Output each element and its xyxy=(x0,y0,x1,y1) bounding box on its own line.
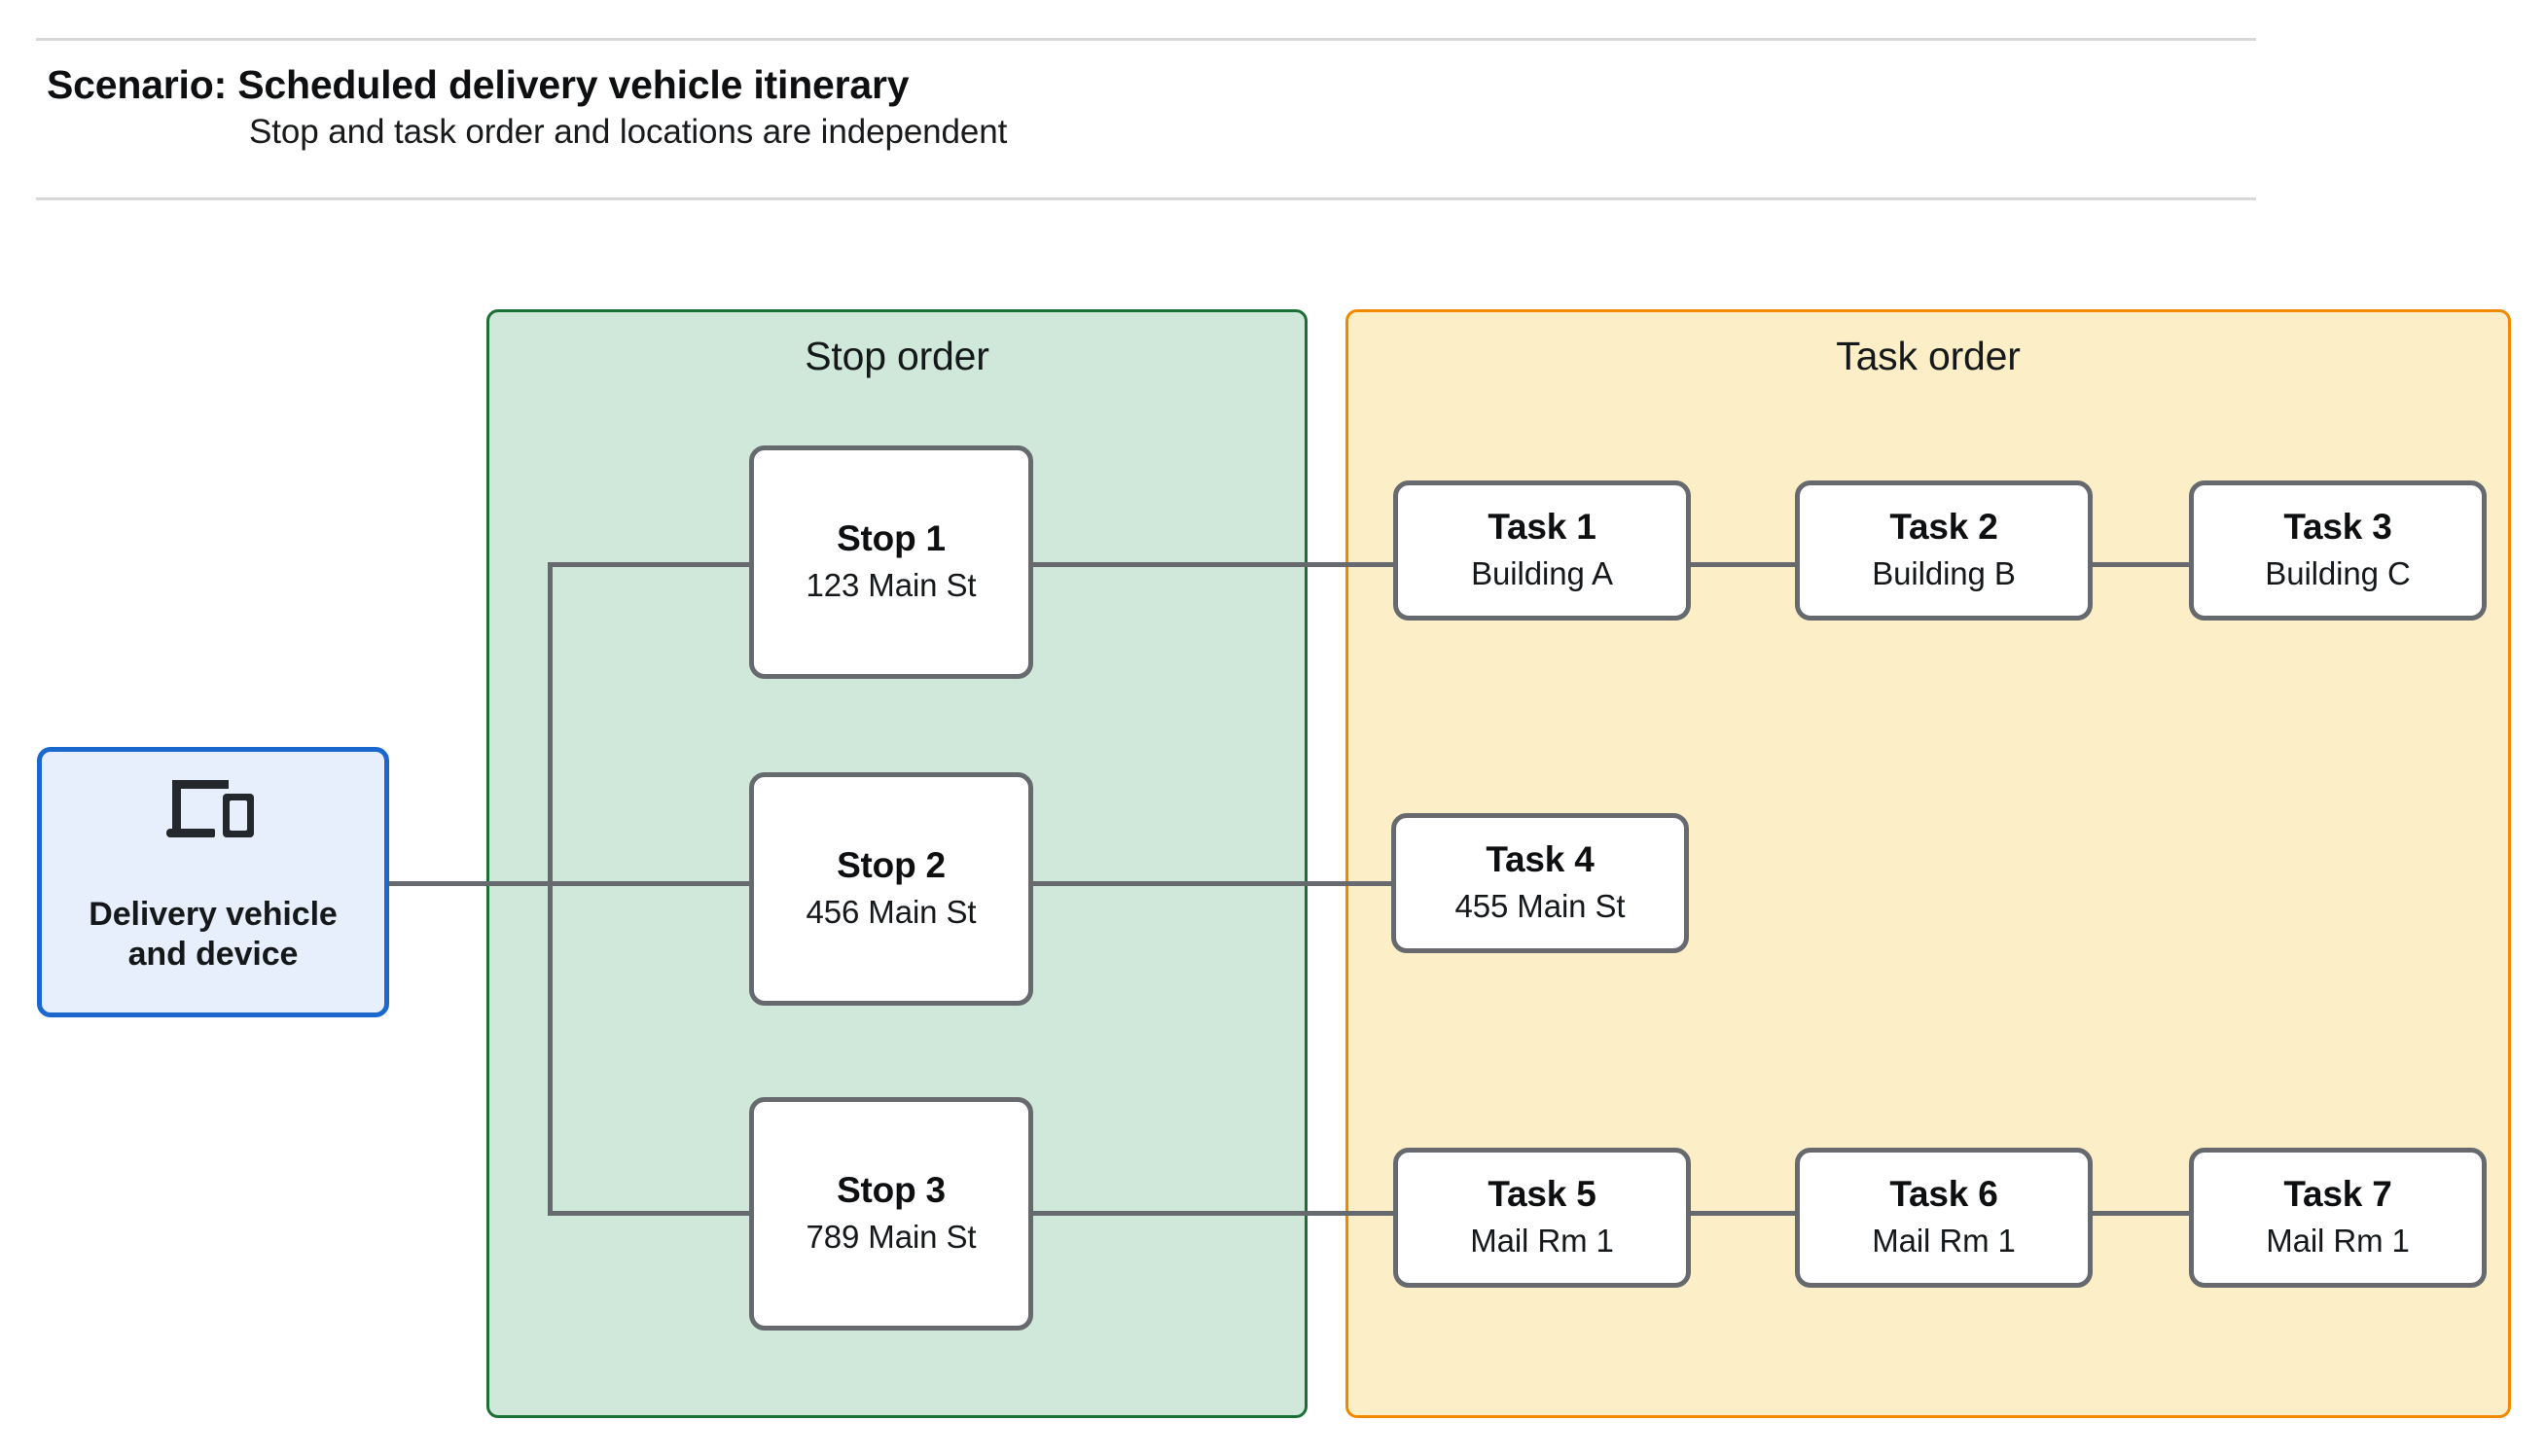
device-node-label: Delivery vehicle and device xyxy=(89,895,338,976)
task-node-5-location: Mail Rm 1 xyxy=(1470,1222,1614,1259)
task-node-7[interactable]: Task 7 Mail Rm 1 xyxy=(2189,1148,2487,1288)
task-node-4-title: Task 4 xyxy=(1486,839,1595,880)
task-node-6-location: Mail Rm 1 xyxy=(1872,1222,2016,1259)
devices-icon xyxy=(166,776,260,848)
task-node-4[interactable]: Task 4 455 Main St xyxy=(1391,813,1689,953)
task-node-3[interactable]: Task 3 Building C xyxy=(2189,480,2487,621)
connector-task-6-to-task-7 xyxy=(2089,1211,2193,1216)
stop-node-2-address: 456 Main St xyxy=(806,893,977,930)
connector-task-2-to-task-3 xyxy=(2089,562,2193,567)
connector-trunk-vertical xyxy=(548,562,553,1216)
stop-node-1-title: Stop 1 xyxy=(837,518,946,559)
task-node-2[interactable]: Task 2 Building B xyxy=(1795,480,2093,621)
page-title: Scenario: Scheduled delivery vehicle iti… xyxy=(47,62,910,107)
stop-node-3-title: Stop 3 xyxy=(837,1170,946,1211)
stop-node-1-address: 123 Main St xyxy=(806,566,977,603)
connector-task-5-to-task-6 xyxy=(1687,1211,1799,1216)
task-node-6[interactable]: Task 6 Mail Rm 1 xyxy=(1795,1148,2093,1288)
connector-trunk-to-stop-3 xyxy=(548,1211,752,1216)
stop-order-panel-title: Stop order xyxy=(805,334,989,378)
task-node-1[interactable]: Task 1 Building A xyxy=(1393,480,1691,621)
task-node-7-title: Task 7 xyxy=(2283,1174,2392,1215)
task-node-5[interactable]: Task 5 Mail Rm 1 xyxy=(1393,1148,1691,1288)
stop-node-2-title: Stop 2 xyxy=(837,845,946,886)
task-node-3-title: Task 3 xyxy=(2283,507,2392,548)
stop-node-3[interactable]: Stop 3 789 Main St xyxy=(749,1097,1033,1331)
header-rule-bottom xyxy=(36,197,2256,200)
task-node-6-title: Task 6 xyxy=(1889,1174,1998,1215)
stop-node-1[interactable]: Stop 1 123 Main St xyxy=(749,445,1033,679)
device-node-label-line-2: and device xyxy=(127,936,299,973)
connector-stop-3-to-task-5 xyxy=(1029,1211,1397,1216)
connector-trunk-to-stop-2 xyxy=(548,881,752,886)
task-node-1-title: Task 1 xyxy=(1488,507,1596,548)
device-node-label-line-1: Delivery vehicle xyxy=(89,895,338,933)
connector-device-to-trunk xyxy=(389,881,550,886)
connector-trunk-to-stop-1 xyxy=(548,562,752,567)
connector-stop-2-to-task-4 xyxy=(1029,881,1395,886)
task-node-2-title: Task 2 xyxy=(1889,507,1998,548)
stop-node-2[interactable]: Stop 2 456 Main St xyxy=(749,772,1033,1006)
delivery-vehicle-and-device-node[interactable]: Delivery vehicle and device xyxy=(37,747,389,1017)
connector-task-1-to-task-2 xyxy=(1687,562,1799,567)
header-rule-top xyxy=(36,38,2256,41)
page-subtitle: Stop and task order and locations are in… xyxy=(249,113,1008,151)
stop-node-3-address: 789 Main St xyxy=(806,1218,977,1255)
task-node-3-location: Building C xyxy=(2265,554,2411,591)
task-node-5-title: Task 5 xyxy=(1488,1174,1596,1215)
task-node-4-location: 455 Main St xyxy=(1454,887,1626,924)
task-node-7-location: Mail Rm 1 xyxy=(2266,1222,2410,1259)
task-node-2-location: Building B xyxy=(1872,554,2016,591)
connector-stop-1-to-task-1 xyxy=(1029,562,1397,567)
task-node-1-location: Building A xyxy=(1471,554,1613,591)
task-order-panel-title: Task order xyxy=(1836,334,2021,378)
